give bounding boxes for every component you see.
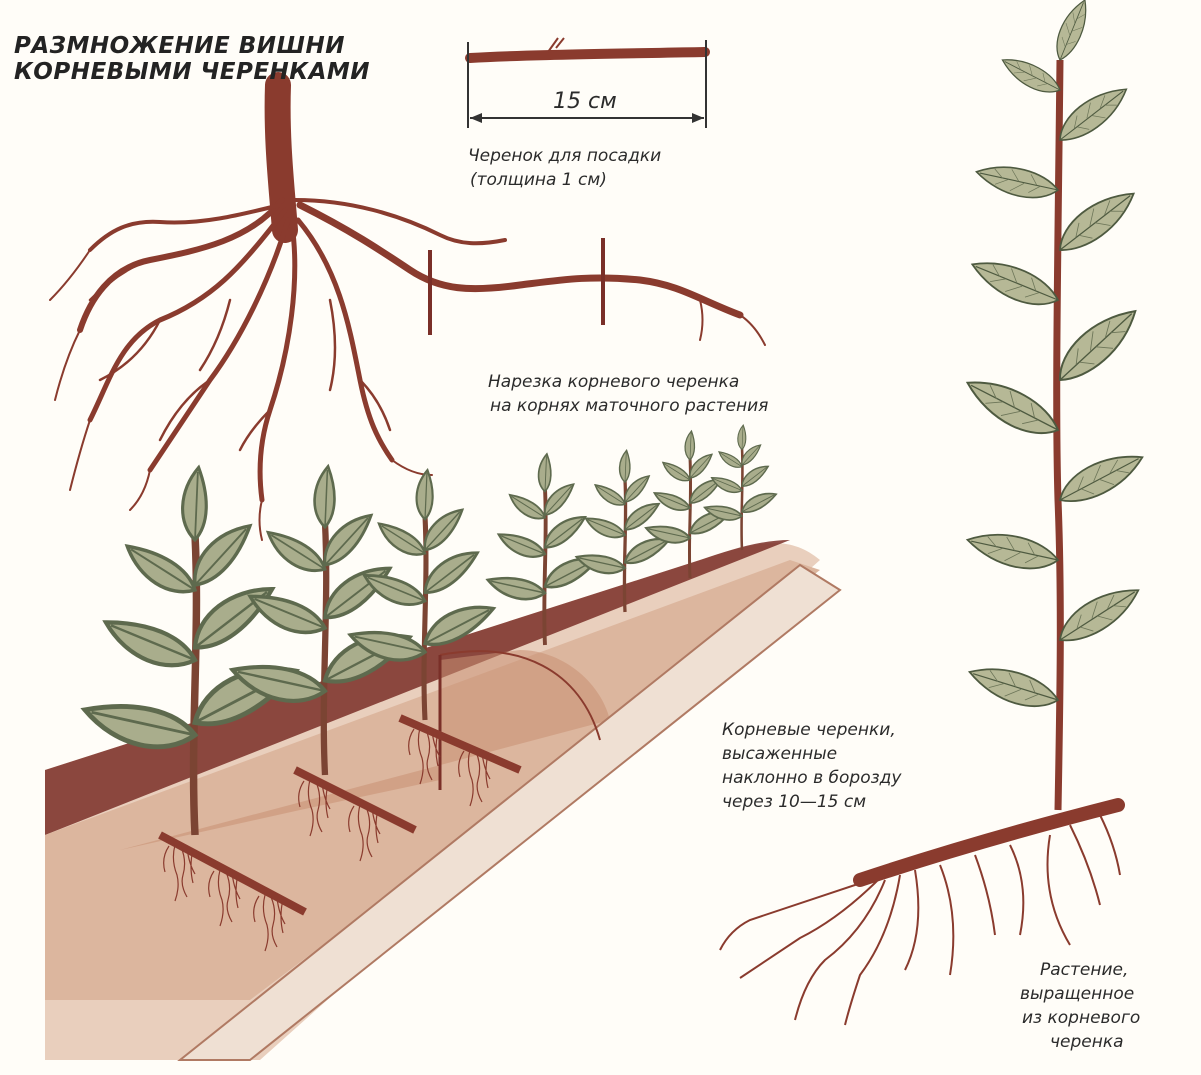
mother-roots-caption-line-1: Нарезка корневого черенка (488, 372, 739, 393)
furrow-caption-line-4: через 10—15 см (722, 792, 866, 813)
grown-plant-caption-line-4: черенка (1050, 1032, 1124, 1053)
furrow-caption-line-1: Корневые черенки, (722, 720, 896, 741)
cutting-caption-line-1: Черенок для посадки (468, 146, 661, 167)
grown-plant (720, 0, 1149, 1025)
mother-roots-caption-line-2: на корнях маточного растения (490, 396, 768, 417)
cutting-length-label: 15 см (553, 88, 617, 116)
furrow-caption-line-2: высаженные (722, 744, 837, 765)
grown-plant-caption-line-3: из корневого (1022, 1008, 1140, 1029)
grown-plant-caption-line-1: Растение, (1040, 960, 1128, 981)
cutting-caption-line-2: (толщина 1 см) (470, 170, 607, 191)
furrow-caption-line-3: наклонно в борозду (722, 768, 901, 789)
grown-plant-caption-line-2: выращенное (1020, 984, 1134, 1005)
title-line-2: КОРНЕВЫМИ ЧЕРЕНКАМИ (14, 58, 370, 87)
title-line-1: РАЗМНОЖЕНИЕ ВИШНИ (14, 32, 345, 61)
